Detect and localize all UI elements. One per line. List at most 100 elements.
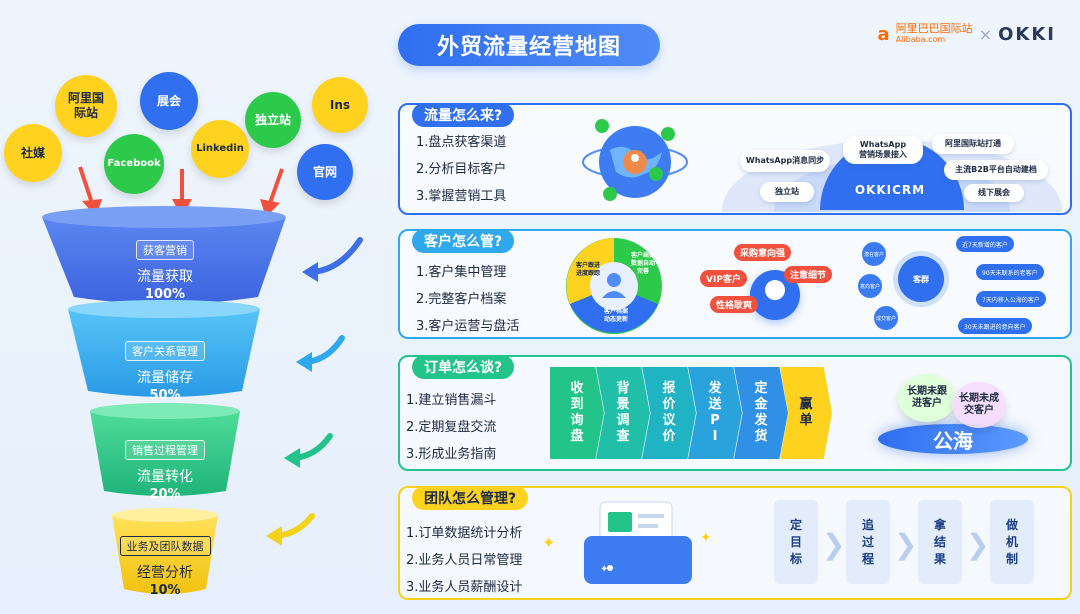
list-item: 3.形成业务指南 [406,441,496,468]
tag-detail: 注意细节 [784,266,832,283]
panel-title: 订单怎么谈? [412,355,514,379]
funnel-layer-3: 销售过程管理 流量转化 20% [100,440,230,502]
user-icon [595,119,609,133]
sparkle-icon: ✦ [542,533,555,552]
pool-left-item: 潜在客户 [862,242,886,266]
funnel-percent: 50% [149,388,180,403]
source-label: Linkedin [196,143,244,156]
panel-list: 1.客户集中管理 2.完整客户档案 3.客户运营与盘活 [416,259,519,340]
red-arrow-icon [270,169,282,203]
source-label: 阿里国际站 [65,91,107,121]
user-icon [649,167,663,181]
avatar-head-icon [765,280,785,300]
team-card-build-mechanism: 做机制 [990,500,1034,584]
curved-arrow-icon [312,240,360,272]
panel-list: 1.盘点获客渠道 2.分析目标客户 3.掌握营销工具 [416,129,506,210]
funnel-name: 流量储存 [137,367,193,387]
funnel-name: 经营分析 [137,562,193,582]
list-item: 2.定期复盘交流 [406,414,496,441]
funnel-layer-1-top [42,206,286,228]
chip-alibaba-link: 阿里国际站打通 [932,134,1014,154]
step-label: 报价议价 [662,381,676,445]
pool-left-item: 意向客户 [858,274,882,298]
funnel-percent: 20% [149,487,180,502]
chevron-right-icon: ❯ [894,528,917,561]
globe-illustration [580,112,690,208]
source-label: 官网 [313,165,337,180]
card-label: 拿结果 [934,517,947,568]
panel-list: 1.订单数据统计分析 2.业务人员日常管理 3.业务人员薪酬设计 [406,520,522,601]
chip-b2b-platforms: 主流B2B平台自动建档 [944,160,1048,180]
funnel-tag: 销售过程管理 [125,440,205,460]
pool-right-item: 30天未跟进的意向客户 [958,318,1032,334]
okki-logo: OKKI [998,24,1056,45]
source-label: 展会 [157,94,181,109]
team-card-get-result: 拿结果 [918,500,962,584]
alibaba-brand: 阿里巴巴国际站 Alibaba.com [896,23,973,45]
chip-whatsapp-sync: WhatsApp消息同步 [740,150,830,172]
funnel-layer-4: 业务及团队数据 经营分析 10% [100,536,230,598]
list-item: 1.订单数据统计分析 [406,520,522,547]
tag-purchase-intent: 采购意向强 [734,244,791,261]
list-item: 2.完整客户档案 [416,286,519,313]
step-label: 收到询盘 [570,381,584,445]
source-bubble-standalone-site: 独立站 [245,92,301,148]
user-icon [661,127,675,141]
chevron-right-icon: ❯ [822,528,845,561]
bubble-long-unfollowed: 长期未跟 进客户 [898,374,956,422]
chip-offline-expo: 线下展会 [964,184,1024,202]
ring-label-progress: 客户跟进 进度跟踪 [570,262,606,278]
funnel-name: 流量获取 [137,266,193,286]
funnel-layer-2: 客户关系管理 流量储存 50% [100,341,230,403]
step-label: 发送PI [708,381,722,445]
public-sea: 公海 [878,424,1028,454]
svg-text:✦: ✦ [600,564,608,575]
user-icon [607,273,621,287]
list-item: 1.盘点获客渠道 [416,129,506,156]
pool-right-item: 7天内移入公海的客户 [976,291,1046,307]
step-label: 定金发货 [754,381,768,445]
pool-right-item: 90天未联系的老客户 [976,264,1044,280]
chevron-right-icon: ❯ [966,528,989,561]
list-item: 1.建立销售漏斗 [406,387,496,414]
panel-list: 1.建立销售漏斗 2.定期复盘交流 3.形成业务指南 [406,387,496,468]
user-icon [603,187,617,201]
card-label: 追过程 [862,517,875,568]
funnel-tag: 业务及团队数据 [120,536,211,556]
funnel-tag: 客户关系管理 [125,341,205,361]
step-label: 背景调查 [616,381,630,445]
list-item: 1.客户集中管理 [416,259,519,286]
list-item: 3.掌握营销工具 [416,183,506,210]
pool-right-item: 近7天新增的客户 [956,236,1014,252]
brand-logos: a 阿里巴巴国际站 Alibaba.com × OKKI [878,22,1056,46]
source-bubble-social: 社媒 [4,124,62,182]
ring-label-archive: 客户档案 动态更新 [596,308,636,324]
source-bubble-expo: 展会 [140,72,198,130]
pool-left-item: 成交客户 [874,306,898,330]
card-label: 做机制 [1006,517,1019,568]
tag-personality: 性格耿爽 [710,296,758,313]
chip-standalone-site: 独立站 [760,182,814,202]
source-label: 独立站 [255,113,291,128]
source-label: 社媒 [21,146,45,161]
arrow-head-icon [302,262,318,282]
funnel-tag: 获客营销 [136,240,194,260]
brand-x: × [979,25,992,44]
list-item: 2.分析目标客户 [416,156,506,183]
source-bubble-website: 官网 [297,144,353,200]
crm-hub-label: OKKICRM [850,183,930,197]
source-label: Ins [330,98,350,113]
chip-whatsapp-marketing: WhatsApp 营销场景接入 [843,136,923,164]
funnel-layer-1: 获客营销 流量获取 100% [100,240,230,302]
red-arrow-icon [80,167,92,203]
team-card-set-goal: 定目标 [774,500,818,584]
arrow-head-icon [266,526,282,546]
source-bubble-ins: Ins [312,77,368,133]
sparkle-icon: ✦ [700,530,712,546]
funnel-percent: 10% [149,583,180,598]
bubble-long-unclosed: 长期未成 交客户 [952,382,1006,428]
funnel-layer-3-top [90,403,240,419]
folder-icon [584,536,692,584]
alibaba-logo-icon: a [878,24,890,45]
list-item: 3.客户运营与盘活 [416,313,519,340]
